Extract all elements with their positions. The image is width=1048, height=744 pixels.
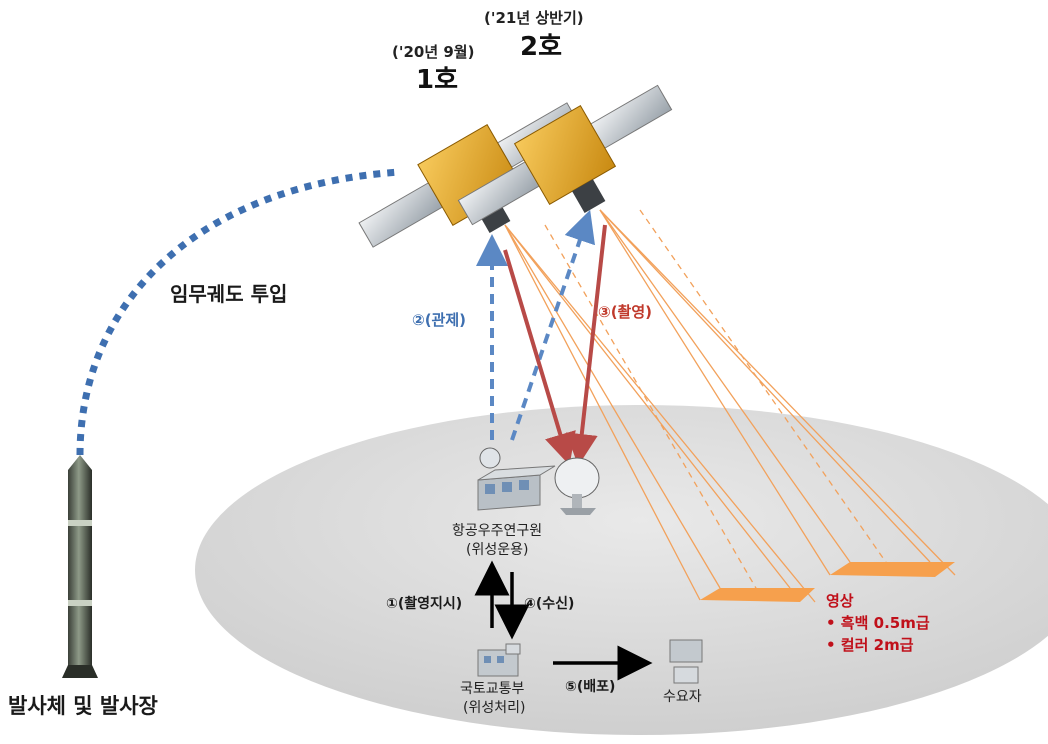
sat1-date: ('20년 9월) (392, 43, 475, 61)
footprint-1 (700, 588, 815, 602)
footprint-2 (830, 562, 955, 577)
kari-label-line2: (위성운용) (466, 542, 529, 558)
orbit-insertion-label: 임무궤도 투입 (170, 282, 288, 306)
building-icon (669, 639, 703, 684)
consumer-label: 수요자 (663, 689, 702, 705)
sat2-name: 2호 (520, 32, 563, 62)
ground-station-icon (477, 447, 556, 511)
molit-label-line2: (위성처리) (463, 700, 526, 716)
command-label: ①(촬영지시) (386, 596, 463, 612)
ground-plane (195, 405, 1048, 735)
sat2-date: ('21년 상반기) (484, 9, 584, 27)
kari-label-line1: 항공우주연구원 (452, 523, 543, 539)
control-uplink-2 (510, 209, 596, 441)
building-icon (477, 643, 521, 677)
imaging-downlink-1 (503, 249, 576, 466)
molit-label-line1: 국토교통부 (460, 681, 525, 697)
sat1-name: 1호 (416, 65, 459, 95)
dish-antenna-icon (554, 457, 600, 515)
satellite-icon (457, 84, 673, 226)
imaging-downlink-2 (565, 224, 607, 466)
image-color: • 컬러 2m급 (826, 636, 914, 654)
control-label: ②(관제) (412, 311, 467, 329)
imaging-label: ③(촬영) (598, 303, 653, 321)
rocket-icon (62, 455, 98, 678)
orbit-insertion-path (76, 168, 401, 456)
imaging-beams (504, 209, 956, 603)
image-title: 영상 (826, 592, 854, 610)
image-bw: • 흑백 0.5m급 (826, 614, 930, 632)
distribution-label: ⑤(배포) (565, 679, 616, 695)
receive-label: ④(수신) (524, 596, 575, 612)
launch-site-label: 발사체 및 발사장 (8, 694, 158, 718)
